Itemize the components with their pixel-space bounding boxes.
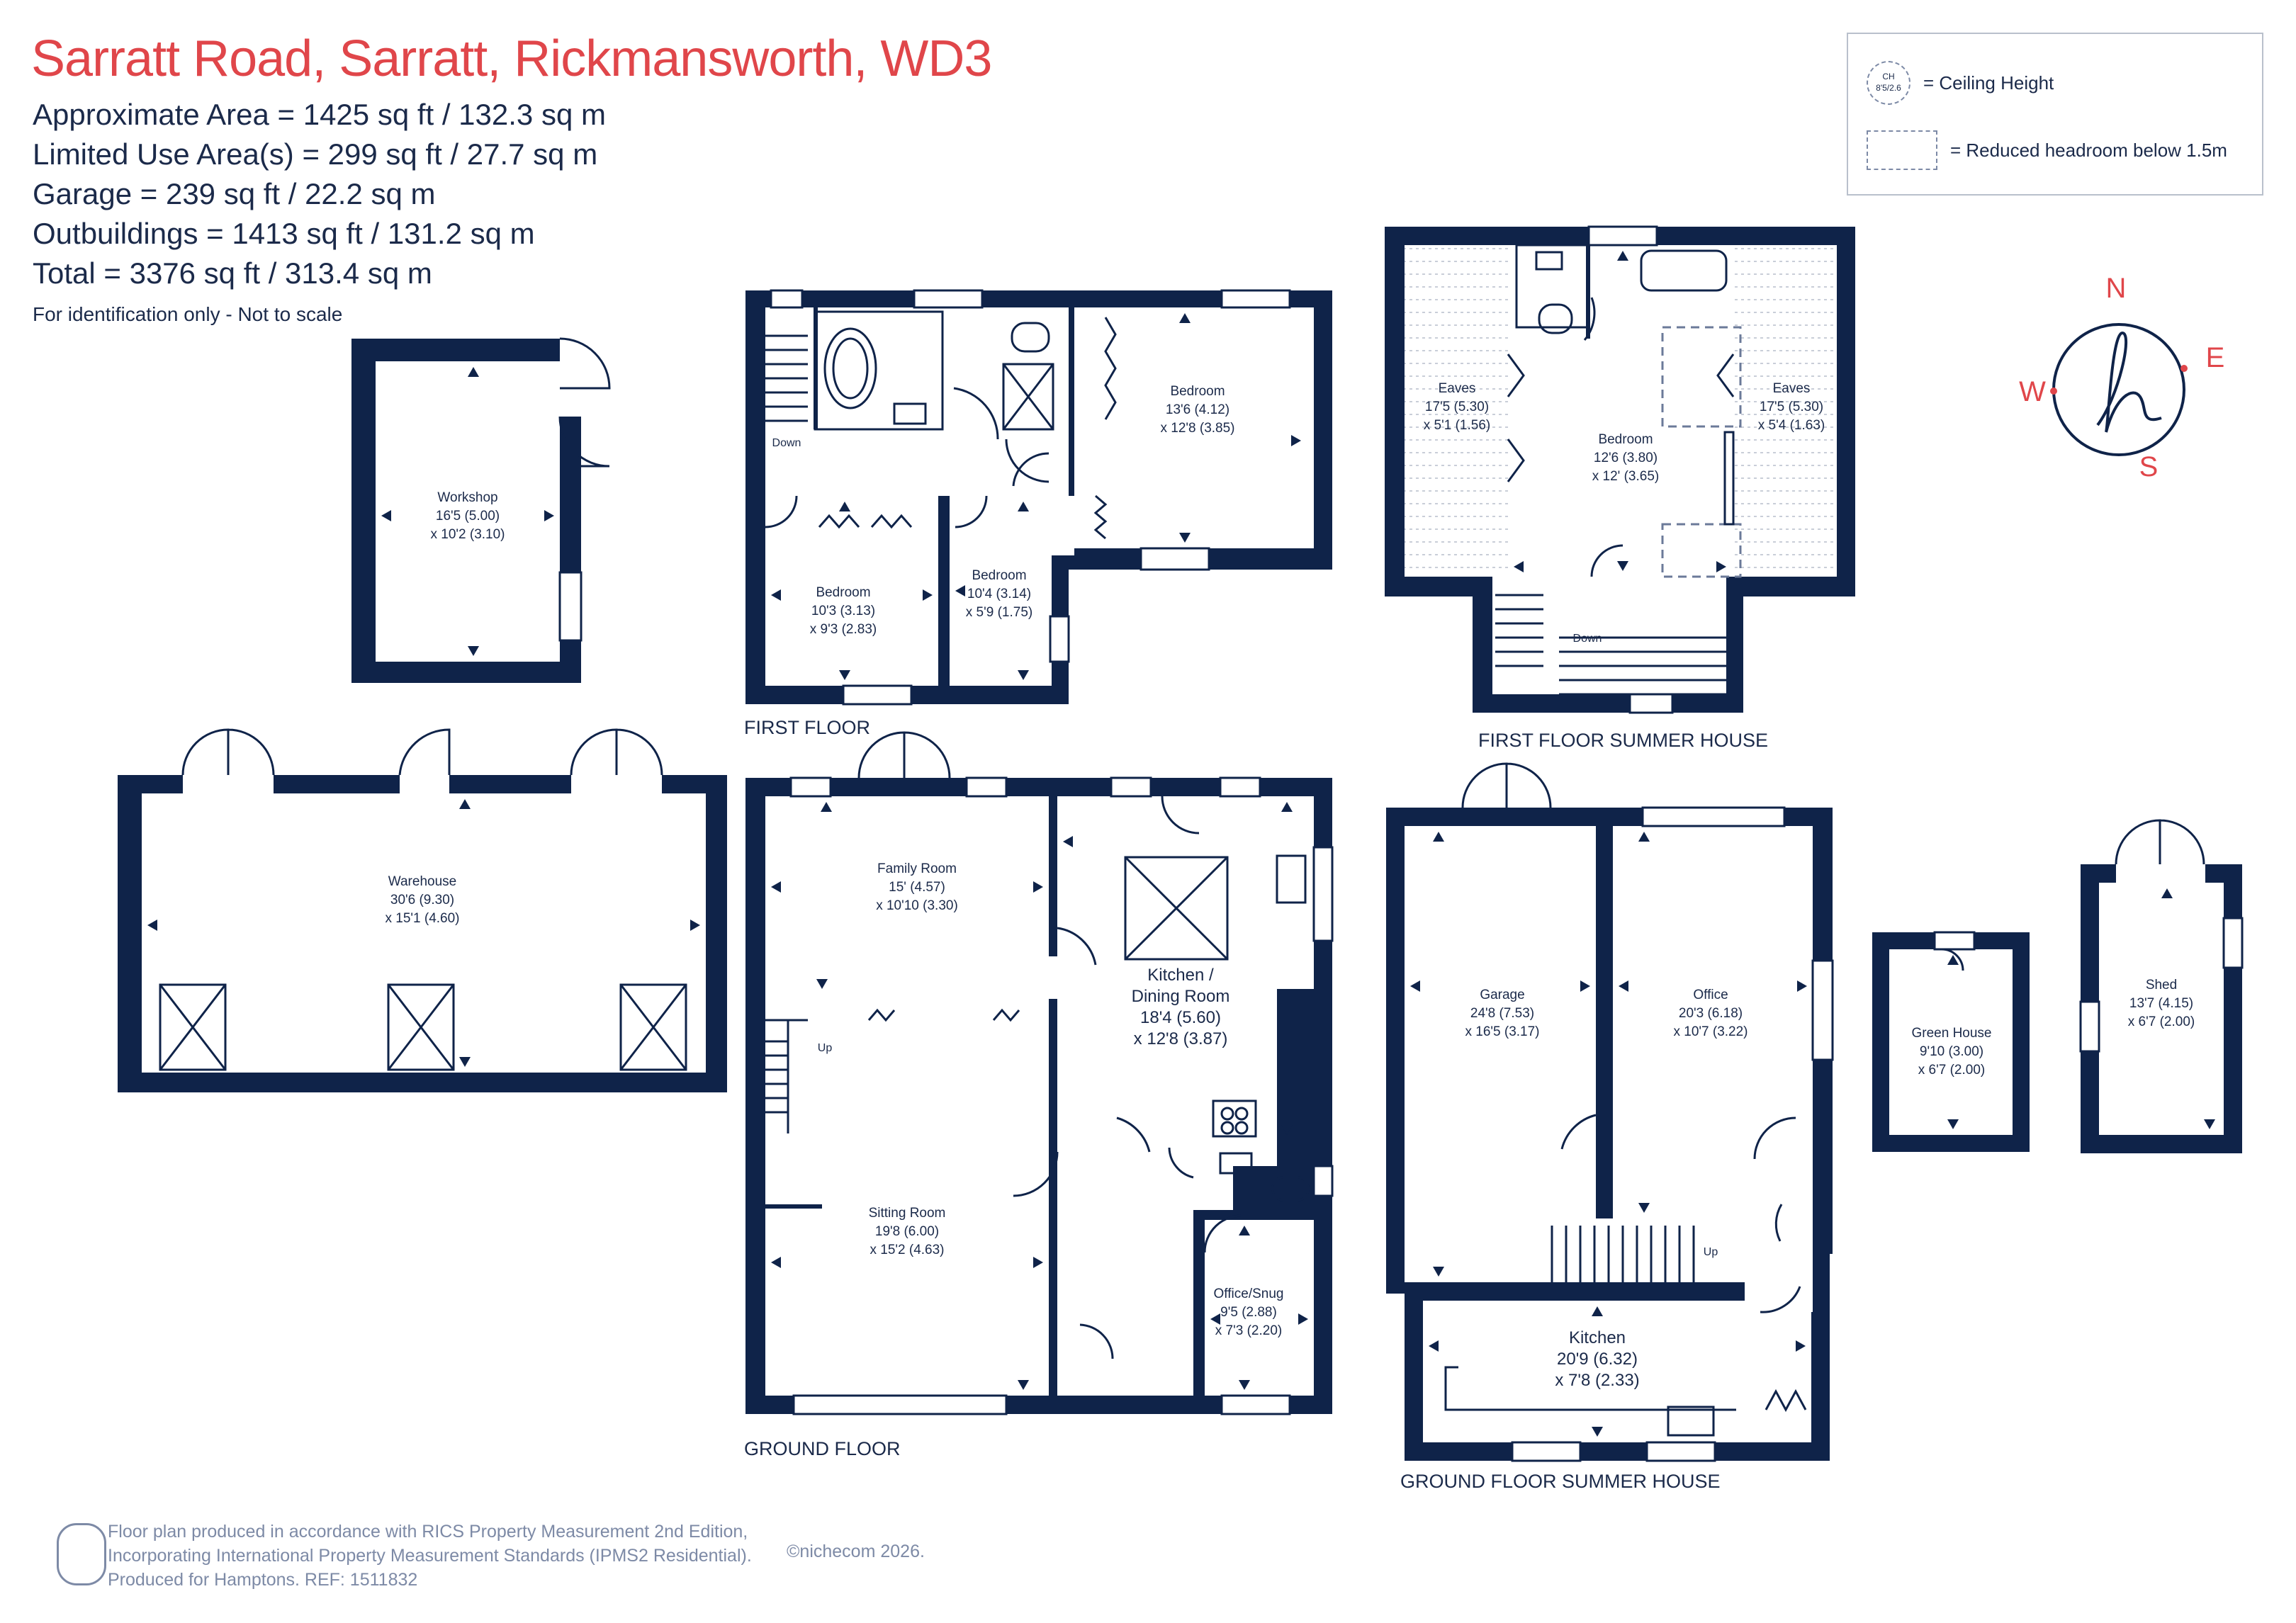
sh-bedroom-dim1: 12'6 (3.80) <box>1594 451 1658 465</box>
office-dim1: 20'3 (6.18) <box>1679 1006 1743 1021</box>
compass-north: N <box>2106 273 2127 304</box>
ground-floor-plan: Up Family Room 15' (4.57) x 10'10 (3.30)… <box>744 731 1334 1459</box>
compass-west: W <box>2019 376 2046 407</box>
warehouse-name: Warehouse <box>388 874 456 889</box>
workshop-dim2: x 10'2 (3.10) <box>430 527 505 542</box>
sh-kitchen-dim1: 20'9 (6.32) <box>1557 1350 1638 1369</box>
ff-bedroom3-name: Bedroom <box>972 568 1026 583</box>
legend-headroom-label: = Reduced headroom below 1.5m <box>1950 139 2227 161</box>
legend: CH 8'5/2.6 = Ceiling Height = Reduced he… <box>1847 33 2263 196</box>
sh-eaves-right-dim2: x 5'4 (1.63) <box>1758 418 1825 433</box>
garage-name: Garage <box>1480 988 1524 1002</box>
garage-dim1: 24'8 (7.53) <box>1470 1006 1534 1021</box>
kitchen-dining-dim2: x 12'8 (3.87) <box>1134 1029 1228 1048</box>
sh-kitchen-name: Kitchen <box>1569 1328 1626 1347</box>
gf-up-label: Up <box>818 1042 833 1054</box>
kitchen-dining-name1: Kitchen / <box>1147 966 1214 985</box>
person-icon <box>57 1523 106 1585</box>
footer: Floor plan produced in accordance with R… <box>43 1515 964 1607</box>
sitting-room-dim2: x 15'2 (4.63) <box>870 1243 944 1257</box>
ff-down-label: Down <box>772 437 801 449</box>
family-room-dim2: x 10'10 (3.30) <box>876 898 958 913</box>
sitting-room-dim1: 19'8 (6.00) <box>875 1224 939 1239</box>
shed-dim1: 13'7 (4.15) <box>2129 996 2193 1011</box>
reduced-headroom-icon <box>1867 130 1937 170</box>
green-house-dim1: 9'10 (3.00) <box>1920 1044 1983 1059</box>
sh-eaves-left-dim2: x 5'1 (1.56) <box>1424 418 1490 433</box>
shed-name: Shed <box>2146 978 2177 993</box>
first-floor-summer-house-label: FIRST FLOOR SUMMER HOUSE <box>1478 730 1768 751</box>
sh-eaves-right-dim1: 17'5 (5.30) <box>1760 400 1823 414</box>
shed-plan: Shed 13'7 (4.15) x 6'7 (2.00) <box>2079 819 2244 1153</box>
shed-dim2: x 6'7 (2.00) <box>2128 1014 2195 1029</box>
legend-headroom-row: = Reduced headroom below 1.5m <box>1867 130 2227 170</box>
first-floor-label: FIRST FLOOR <box>744 717 870 738</box>
ff-bedroom1-name: Bedroom <box>1170 384 1225 399</box>
office-snug-name: Office/Snug <box>1214 1286 1284 1301</box>
workshop-plan: Workshop 16'5 (5.00) x 10'2 (3.10) <box>351 337 611 683</box>
compass-east: E <box>2206 342 2225 373</box>
sh-kitchen-dim2: x 7'8 (2.33) <box>1555 1371 1639 1390</box>
family-room-dim1: 15' (4.57) <box>889 880 945 895</box>
family-room-name: Family Room <box>877 861 957 876</box>
footer-line-3: Produced for Hamptons. REF: 1511832 <box>108 1570 418 1590</box>
office-snug-dim2: x 7'3 (2.20) <box>1215 1323 1282 1338</box>
footer-line-2: Incorporating International Property Mea… <box>108 1546 752 1566</box>
kitchen-dining-name2: Dining Room <box>1132 987 1230 1006</box>
total-area: Total = 3376 sq ft / 313.4 sq m <box>33 256 432 290</box>
footer-line-1: Floor plan produced in accordance with R… <box>108 1522 748 1542</box>
office-dim2: x 10'7 (3.22) <box>1673 1024 1748 1039</box>
sh-down-label: Down <box>1573 633 1602 645</box>
gfsh-up-label: Up <box>1704 1246 1718 1258</box>
green-house-name: Green House <box>1911 1026 1991 1041</box>
office-snug-dim1: 9'5 (2.88) <box>1220 1305 1277 1320</box>
ff-bedroom3-dim2: x 5'9 (1.75) <box>966 605 1032 620</box>
ff-bedroom2-dim1: 10'3 (3.13) <box>811 604 875 618</box>
sh-eaves-right-name: Eaves <box>1773 381 1811 396</box>
legend-ceiling-row: CH 8'5/2.6 = Ceiling Height <box>1867 61 2054 105</box>
workshop-name: Workshop <box>437 490 497 505</box>
green-house-dim2: x 6'7 (2.00) <box>1918 1063 1985 1078</box>
ground-floor-summer-house-label: GROUND FLOOR SUMMER HOUSE <box>1400 1471 1721 1492</box>
ground-floor-label: GROUND FLOOR <box>744 1438 901 1459</box>
kitchen-dining-dim1: 18'4 (5.60) <box>1140 1008 1221 1027</box>
green-house-plan: Green House 9'10 (3.00) x 6'7 (2.00) <box>1872 931 2030 1152</box>
warehouse-dim1: 30'6 (9.30) <box>390 893 454 907</box>
ff-bedroom3-dim1: 10'4 (3.14) <box>967 587 1031 601</box>
ff-bedroom1-dim2: x 12'8 (3.85) <box>1160 421 1234 436</box>
warehouse-dim2: x 15'1 (4.60) <box>385 911 459 926</box>
ceiling-height-icon: CH 8'5/2.6 <box>1867 61 1910 105</box>
ff-bedroom1-dim1: 13'6 (4.12) <box>1166 402 1229 417</box>
approximate-area: Approximate Area = 1425 sq ft / 132.3 sq… <box>33 98 606 131</box>
compass-ring-icon <box>2052 323 2185 456</box>
sh-bedroom-dim2: x 12' (3.65) <box>1592 469 1659 484</box>
first-floor-plan: Down Bedroom 13'6 (4.12) x 12'8 (3.85) B… <box>744 289 1332 738</box>
sh-bedroom-name: Bedroom <box>1598 432 1653 447</box>
legend-ceiling-label: = Ceiling Height <box>1923 72 2054 94</box>
office-name: Office <box>1693 988 1728 1002</box>
compass: N E S W <box>2019 273 2224 482</box>
ground-floor-summer-house-plan: Up Garage 24'8 (7.53) x 16'5 (3.17) Offi… <box>1386 762 1834 1492</box>
workshop-dim1: 16'5 (5.00) <box>436 509 500 524</box>
ff-bedroom2-dim2: x 9'3 (2.83) <box>810 622 877 637</box>
outbuildings-area: Outbuildings = 1413 sq ft / 131.2 sq m <box>33 217 535 250</box>
brand-logo-icon <box>2096 331 2162 433</box>
limited-use-area: Limited Use Area(s) = 299 sq ft / 27.7 s… <box>33 137 598 171</box>
page-title: Sarratt Road, Sarratt, Rickmansworth, WD… <box>31 30 992 87</box>
compass-south: S <box>2139 451 2159 482</box>
sitting-room-name: Sitting Room <box>869 1206 946 1221</box>
copyright: ©nichecom 2026. <box>787 1542 925 1561</box>
ff-bedroom2-name: Bedroom <box>816 585 870 600</box>
sh-eaves-left-dim1: 17'5 (5.30) <box>1425 400 1489 414</box>
sh-eaves-left-name: Eaves <box>1439 381 1476 396</box>
first-floor-summer-house-plan: Down Eaves 17'5 (5.30) x 5'1 (1.56) Eave… <box>1385 225 1855 751</box>
warehouse-plan: Warehouse 30'6 (9.30) x 15'1 (4.60) <box>118 728 727 1092</box>
garage-area: Garage = 239 sq ft / 22.2 sq m <box>33 177 436 210</box>
garage-dim2: x 16'5 (3.17) <box>1465 1024 1539 1039</box>
scale-note: For identification only - Not to scale <box>33 303 343 325</box>
